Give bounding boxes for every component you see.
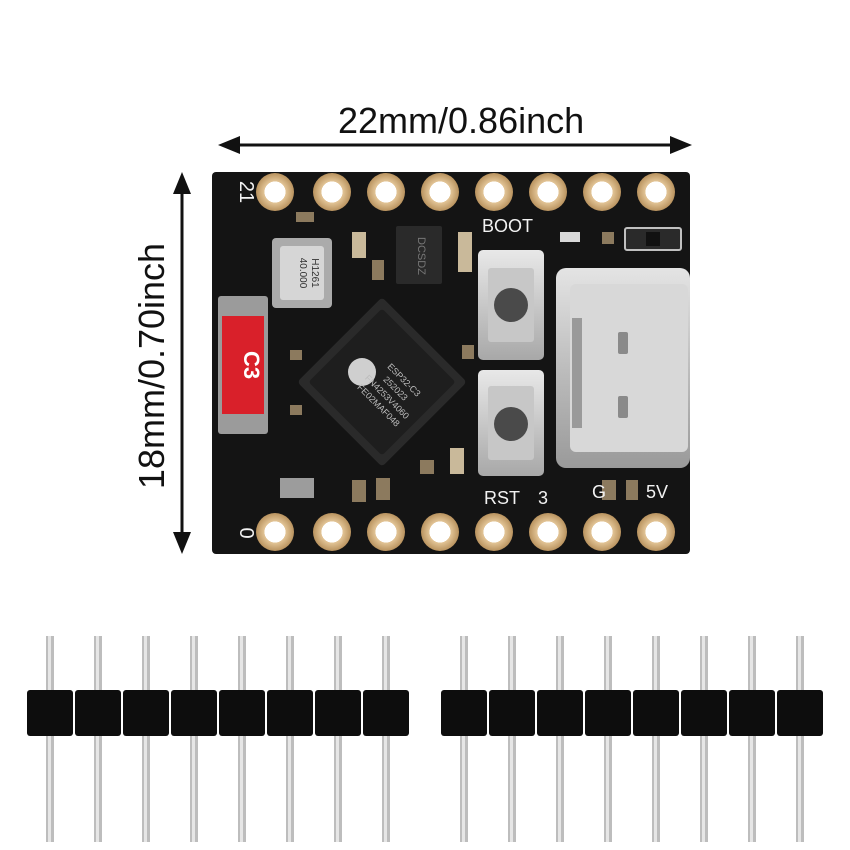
header-pin-highlight — [384, 636, 387, 842]
header-block — [729, 690, 775, 736]
header-pin-highlight — [462, 636, 465, 842]
pin-label-3: 3 — [538, 488, 548, 508]
pin-label-0: 0 — [235, 527, 257, 538]
header-pin-highlight — [510, 636, 513, 842]
header-block — [537, 690, 583, 736]
header-block — [441, 690, 487, 736]
header-block — [27, 690, 73, 736]
header-pin-highlight — [288, 636, 291, 842]
pad — [313, 513, 351, 551]
pad — [475, 513, 513, 551]
header-block — [489, 690, 535, 736]
pad — [583, 173, 621, 211]
pin-header-right — [441, 636, 823, 842]
header-block — [267, 690, 313, 736]
regulator-text: DCSDZ — [415, 237, 427, 275]
header-block — [363, 690, 409, 736]
pad — [313, 173, 351, 211]
boot-label: BOOT — [482, 216, 533, 236]
header-block — [585, 690, 631, 736]
smd-components — [280, 212, 682, 502]
pad — [529, 173, 567, 211]
pad — [256, 173, 294, 211]
height-arrow-head-bottom — [173, 532, 191, 554]
top-pin-pads — [256, 173, 675, 211]
header-block — [75, 690, 121, 736]
pad — [367, 173, 405, 211]
header-block — [777, 690, 823, 736]
header-block — [681, 690, 727, 736]
reset-button-cap — [494, 407, 528, 441]
pin-label-g: G — [592, 482, 606, 502]
header-pin-highlight — [96, 636, 99, 842]
width-label: 22mm/0.86inch — [338, 100, 585, 141]
crystal-text-1: 40.000 — [297, 258, 308, 289]
header-pin-highlight — [144, 636, 147, 842]
pin-label-21: 21 — [235, 181, 257, 203]
header-pin-highlight — [606, 636, 609, 842]
pin-label-5v: 5V — [646, 482, 668, 502]
pad — [637, 513, 675, 551]
height-arrow-head-top — [173, 172, 191, 194]
header-pin-highlight — [240, 636, 243, 842]
pad — [529, 513, 567, 551]
pad — [421, 513, 459, 551]
pad — [421, 173, 459, 211]
pad — [475, 173, 513, 211]
header-pin-highlight — [558, 636, 561, 842]
header-pin-highlight — [702, 636, 705, 842]
header-pin-highlight — [48, 636, 51, 842]
antenna-label: C3 — [239, 351, 264, 379]
pad — [367, 513, 405, 551]
espressif-logo — [348, 358, 376, 386]
pad — [637, 173, 675, 211]
width-arrow-head-right — [670, 136, 692, 154]
header-block — [171, 690, 217, 736]
header-block — [315, 690, 361, 736]
pin-header-left — [27, 636, 409, 842]
header-pin-highlight — [654, 636, 657, 842]
header-block — [219, 690, 265, 736]
header-pin-highlight — [192, 636, 195, 842]
bottom-pin-pads — [256, 513, 675, 551]
header-pin-highlight — [750, 636, 753, 842]
header-pin-highlight — [336, 636, 339, 842]
pad — [256, 513, 294, 551]
header-pin-highlight — [798, 636, 801, 842]
header-block — [633, 690, 679, 736]
pad — [583, 513, 621, 551]
width-arrow-head-left — [218, 136, 240, 154]
rst-label: RST — [484, 488, 520, 508]
crystal-text-2: H1261 — [309, 258, 320, 288]
voltage-regulator — [396, 226, 442, 284]
header-block — [123, 690, 169, 736]
boot-button-cap — [494, 288, 528, 322]
